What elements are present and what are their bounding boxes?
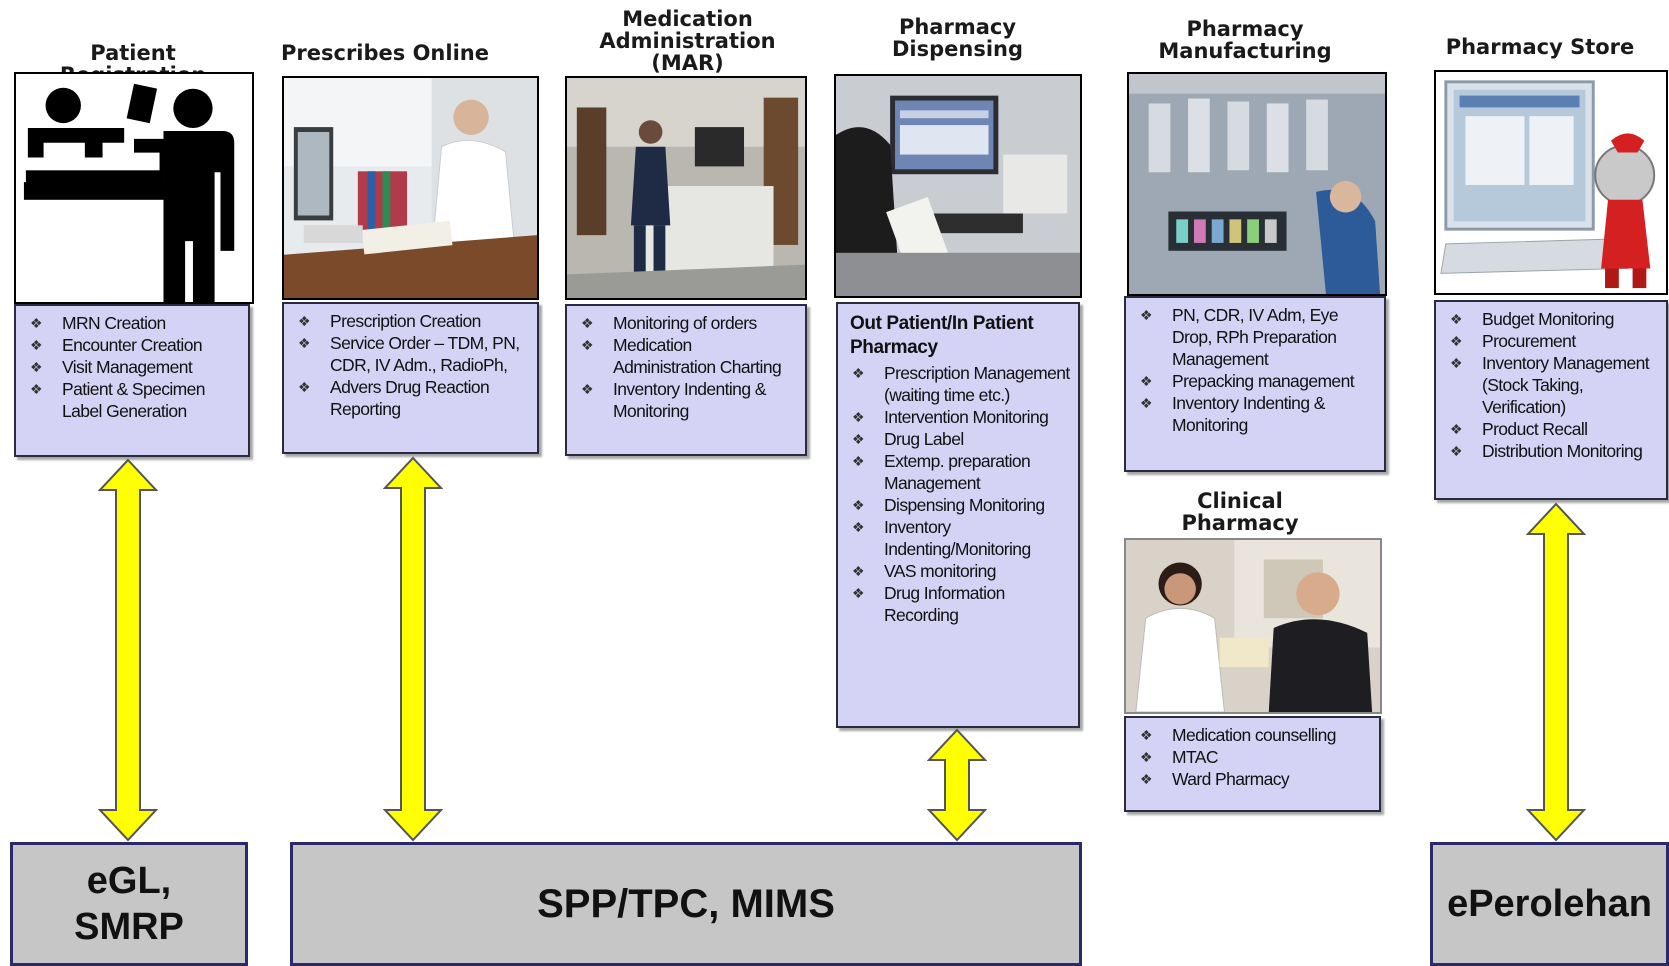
list-item: Ward Pharmacy	[1138, 768, 1371, 790]
pharmacist-counselling-patient-photo	[1124, 538, 1382, 714]
prescribes-online-features: Prescription Creation Service Order – TD…	[282, 302, 539, 454]
double-arrow-registration	[98, 458, 158, 842]
list-item: Extemp. preparation Management	[850, 450, 1070, 494]
list-item: MRN Creation	[28, 312, 240, 334]
system-egl-smrp: eGL, SMRP	[10, 842, 248, 966]
computer-with-robot-mascot	[1434, 70, 1668, 295]
list-item: Prescription Creation	[296, 310, 529, 332]
list-item: Distribution Monitoring	[1448, 440, 1658, 462]
list-item: Visit Management	[28, 356, 240, 378]
list-item: Product Recall	[1448, 418, 1658, 440]
list-item: PN, CDR, IV Adm, Eye Drop, RPh Preparati…	[1138, 304, 1376, 370]
pharmacy-manufacturing-title: Pharmacy Manufacturing	[1158, 17, 1332, 63]
clinical-pharmacy-features: Medication counselling MTAC Ward Pharmac…	[1124, 716, 1381, 812]
pharmacist-at-computer-photo	[834, 74, 1082, 298]
double-arrow-store	[1526, 502, 1586, 842]
list-item: Drug Label	[850, 428, 1070, 450]
pharmacy-dispensing-title: Pharmacy Dispensing	[891, 15, 1024, 61]
list-item: Inventory Indenting/Monitoring	[850, 516, 1070, 560]
patient-registration-features: MRN Creation Encounter Creation Visit Ma…	[14, 304, 250, 457]
list-item: VAS monitoring	[850, 560, 1070, 582]
list-item: Inventory Indenting & Monitoring	[1138, 392, 1376, 436]
patient-registration-pictogram	[14, 72, 254, 304]
list-item: MTAC	[1138, 746, 1371, 768]
doctor-at-computer-photo	[282, 76, 539, 300]
list-item: Intervention Monitoring	[850, 406, 1070, 428]
list-item: Dispensing Monitoring	[850, 494, 1070, 516]
double-arrow-dispensing	[927, 728, 987, 842]
list-item: Advers Drug Reaction Reporting	[296, 376, 529, 420]
mar-features: Monitoring of orders Medication Administ…	[565, 304, 807, 456]
nurse-at-workstation-photo	[565, 76, 807, 300]
list-item: Procurement	[1448, 330, 1658, 352]
registration-desk-icon	[23, 83, 235, 302]
pharmacy-store-features: Budget Monitoring Procurement Inventory …	[1434, 300, 1668, 500]
system-eperolehan: ePerolehan	[1430, 842, 1669, 966]
list-item: Inventory Indenting & Monitoring	[579, 378, 797, 422]
system-spp-tpc-mims: SPP/TPC, MIMS	[290, 842, 1082, 966]
system-label: ePerolehan	[1447, 882, 1652, 925]
list-item: Drug Information Recording	[850, 582, 1070, 626]
list-item: Monitoring of orders	[579, 312, 797, 334]
list-item: Inventory Management (Stock Taking, Veri…	[1448, 352, 1658, 418]
list-item: Medication Administration Charting	[579, 334, 797, 378]
list-item: Prescription Management (waiting time et…	[850, 362, 1070, 406]
pharmacy-store-title: Pharmacy Store	[1445, 35, 1635, 59]
pharmacy-dispensing-features: Out Patient/In Patient Pharmacy Prescrip…	[836, 302, 1080, 728]
list-item: Medication counselling	[1138, 724, 1371, 746]
system-label: SPP/TPC, MIMS	[537, 881, 835, 926]
list-item: Patient & Specimen Label Generation	[28, 378, 240, 422]
pharmacy-manufacturing-features: PN, CDR, IV Adm, Eye Drop, RPh Preparati…	[1124, 296, 1386, 472]
clinical-pharmacy-title: Clinical Pharmacy	[1181, 489, 1299, 535]
list-item: Prepacking management	[1138, 370, 1376, 392]
system-label: eGL, SMRP	[74, 860, 184, 948]
list-item: Service Order – TDM, PN, CDR, IV Adm., R…	[296, 332, 529, 376]
list-item: Encounter Creation	[28, 334, 240, 356]
iv-bags-compounding-photo	[1127, 72, 1387, 296]
list-item: Budget Monitoring	[1448, 308, 1658, 330]
double-arrow-prescribes	[383, 456, 443, 842]
prescribes-online-title: Prescribes Online	[281, 41, 489, 65]
mar-title: Medication Administration (MAR)	[599, 7, 776, 75]
dispensing-heading: Out Patient/In Patient Pharmacy	[850, 313, 1034, 358]
